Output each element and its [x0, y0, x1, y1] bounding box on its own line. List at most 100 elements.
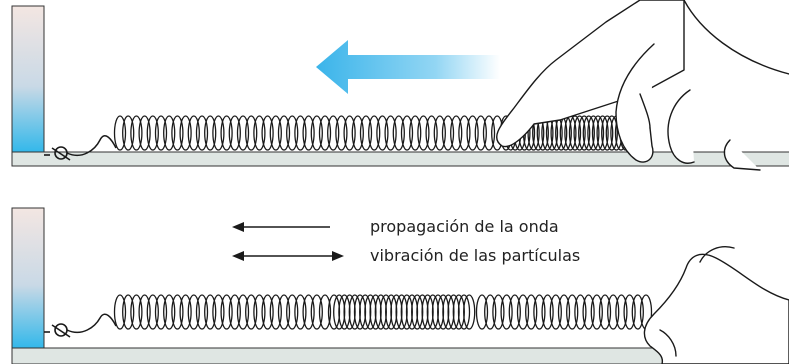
coil-loop — [582, 115, 595, 151]
coil-loop — [484, 294, 497, 330]
coil-loop — [318, 294, 332, 330]
coil-loop — [590, 294, 603, 330]
coil-loop — [138, 294, 151, 330]
coil-loop — [163, 115, 176, 151]
arrow-left-icon — [316, 40, 500, 94]
coil-loop — [236, 294, 250, 330]
coil-loop — [171, 115, 184, 151]
coil-loop — [335, 115, 348, 151]
coil-loop — [458, 115, 471, 151]
coil-loop — [146, 115, 159, 151]
panel-wave: propagación de la onda vibración de las … — [11, 207, 789, 364]
coil-loop — [138, 115, 151, 151]
fixed-wall — [11, 5, 45, 153]
coil-loop — [587, 115, 600, 151]
coil-loop — [568, 115, 582, 151]
coil-loop — [294, 115, 307, 151]
coil-loop — [601, 115, 614, 151]
coil-loop — [500, 294, 513, 330]
coil-loop — [269, 115, 282, 151]
hand-icon — [496, 0, 789, 171]
coil-loop — [154, 115, 168, 151]
arrow-left-icon — [232, 222, 330, 232]
coil-loop — [598, 294, 612, 330]
slinky-lead-wire — [66, 313, 117, 334]
coil-loop — [179, 115, 192, 151]
coil-loop — [310, 115, 323, 151]
coil-loop — [607, 294, 620, 330]
coil-loop — [212, 294, 225, 330]
coil-loop — [525, 294, 538, 330]
coil-loop — [318, 115, 332, 151]
coil-loop — [417, 115, 430, 151]
coil-loop — [269, 294, 282, 330]
coil-loop — [220, 115, 233, 151]
coil-loop — [113, 294, 127, 330]
coil-loop — [220, 294, 233, 330]
coil-loop — [474, 115, 487, 151]
coil-loop — [154, 294, 168, 330]
coil-loop — [578, 115, 591, 151]
coil-loop — [574, 294, 587, 330]
coil-loop — [623, 294, 636, 330]
coil-loop — [187, 115, 200, 151]
ground-surface — [11, 151, 789, 167]
coil-loop — [204, 294, 217, 330]
coil-loop — [302, 115, 315, 151]
coil-loop — [261, 294, 274, 330]
coil-loop — [508, 294, 521, 330]
coil-loop — [163, 294, 176, 330]
coil-loop — [409, 115, 422, 151]
coil-loop — [277, 115, 291, 151]
coil-loop — [457, 294, 471, 330]
coil-loop — [450, 115, 463, 151]
coil-loop — [466, 115, 479, 151]
coil-loop — [122, 294, 135, 330]
coil-loop — [359, 115, 373, 151]
coil-loop — [286, 294, 299, 330]
coil-loop — [343, 115, 356, 151]
legend-propagation-label: propagación de la onda — [370, 217, 559, 236]
coil-loop — [615, 294, 628, 330]
legend-vibration-label: vibración de las partículas — [370, 246, 580, 265]
coil-loop — [113, 115, 127, 151]
coil-loop — [277, 294, 291, 330]
coil-loop — [533, 294, 546, 330]
coil-loop — [122, 115, 135, 151]
coil-loop — [171, 294, 184, 330]
coil-loop — [541, 294, 554, 330]
coil-loop — [245, 294, 258, 330]
coil-loop — [195, 294, 209, 330]
coil-loop — [212, 115, 225, 151]
coil-loop — [433, 115, 446, 151]
coil-loop — [179, 294, 192, 330]
coil-loop — [327, 115, 340, 151]
coil-loop — [294, 294, 307, 330]
coil-loop — [605, 115, 618, 151]
coil-loop — [130, 294, 143, 330]
coil-loop — [549, 294, 562, 330]
coil-loop — [204, 115, 217, 151]
coil-loop — [146, 294, 159, 330]
coil-loop — [392, 115, 405, 151]
panel-push — [11, 0, 789, 171]
coil-loop — [261, 115, 274, 151]
coil-loop — [228, 115, 241, 151]
coil-loop — [376, 115, 389, 151]
coil-loop — [516, 294, 530, 330]
slinky-lead-wire — [66, 135, 117, 157]
coil-loop — [492, 294, 505, 330]
coil-loop — [384, 115, 397, 151]
coil-loop — [631, 294, 644, 330]
coil-loop — [557, 294, 571, 330]
coil-loop — [228, 294, 241, 330]
coil-loop — [582, 294, 595, 330]
legend: propagación de la onda vibración de las … — [232, 217, 580, 265]
coil-loop — [591, 115, 605, 151]
coil-loop — [596, 115, 609, 151]
coil-loop — [425, 115, 438, 151]
coil-loop — [441, 115, 455, 151]
hand-icon — [643, 246, 789, 364]
coil-loop — [187, 294, 200, 330]
